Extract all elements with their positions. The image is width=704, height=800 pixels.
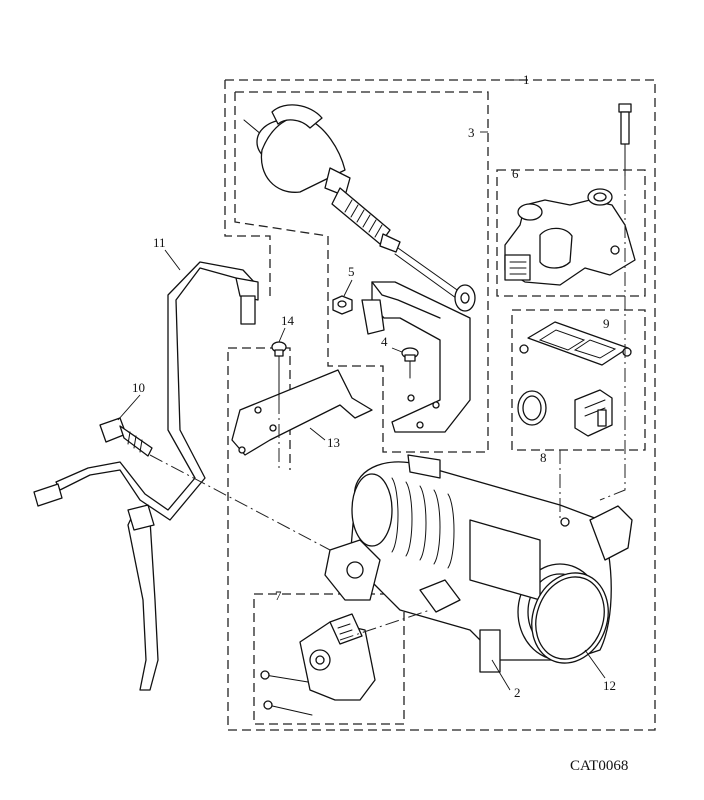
leader-2 <box>491 659 511 691</box>
screw-top <box>618 103 632 177</box>
callout-3: 3 <box>468 125 475 140</box>
callout-12: 12 <box>603 678 616 693</box>
leader-10 <box>117 394 141 421</box>
group-outline-3 <box>234 91 489 453</box>
callout-13: 13 <box>327 435 340 450</box>
callout-11: 11 <box>153 235 166 250</box>
throttle-position-sensor-7 <box>299 613 376 701</box>
callout-10: 10 <box>132 380 145 395</box>
centerline-6 <box>599 176 626 501</box>
leader-12 <box>584 649 606 679</box>
callout-1: 1 <box>523 72 530 87</box>
drawing-code: CAT0068 <box>570 758 628 774</box>
callout-7: 7 <box>275 588 282 603</box>
centerline-10 <box>149 454 331 551</box>
leader-4 <box>391 347 403 353</box>
group-outline-8-9 <box>511 309 646 451</box>
callout-14: 14 <box>281 313 295 328</box>
callout-2: 2 <box>514 685 521 700</box>
leader-13 <box>309 427 326 441</box>
centerline-7 <box>339 609 431 641</box>
group-outline-6 <box>496 169 646 297</box>
breather-hose-11 <box>33 261 259 691</box>
callout-9: 9 <box>603 316 610 331</box>
leader-11 <box>164 249 181 271</box>
bolt-10 <box>99 417 153 457</box>
vacuum-actuator <box>243 104 476 312</box>
leader-5 <box>343 279 353 297</box>
actuator-spring <box>344 199 383 238</box>
screw-14 <box>271 341 287 401</box>
idle-air-control-valve <box>504 188 636 286</box>
gasket-9 <box>519 321 632 366</box>
group-outline-link <box>224 80 271 300</box>
o-ring-8 <box>517 390 547 426</box>
seal-ring-12 <box>531 572 609 664</box>
mounting-plate-13 <box>231 369 373 456</box>
leader-14 <box>278 327 286 343</box>
actuator-bracket <box>361 281 471 433</box>
callout-4: 4 <box>381 334 388 349</box>
bolt-4 <box>401 347 419 379</box>
callout-5: 5 <box>348 264 355 279</box>
callout-6: 6 <box>512 166 519 181</box>
callout-8: 8 <box>540 450 547 465</box>
adaptor-8 <box>574 389 613 437</box>
nut-5 <box>332 295 353 315</box>
sensor-screws <box>260 670 313 716</box>
